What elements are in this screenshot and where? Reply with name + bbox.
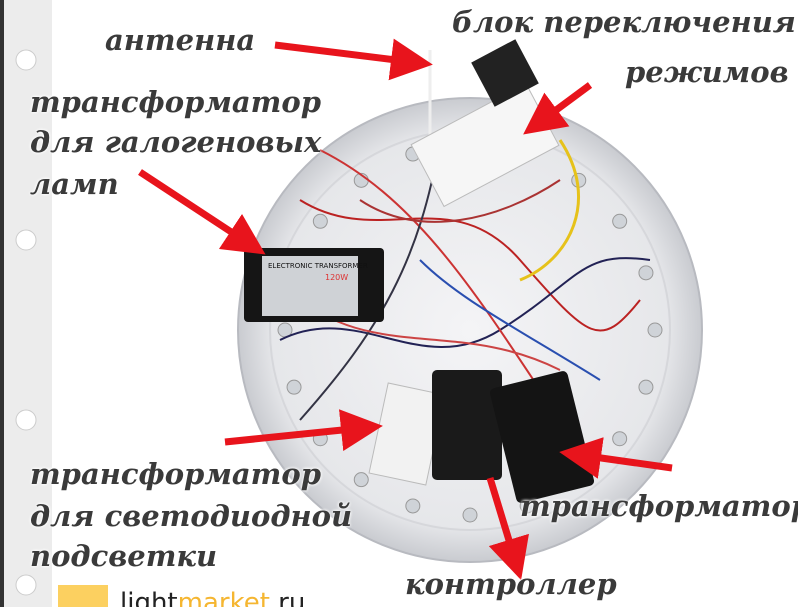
label-mode-switch-1: блок переключения <box>452 5 796 39</box>
label-led-2: для светодиодной <box>30 499 353 533</box>
led-bulb <box>638 265 654 281</box>
led-bulb <box>462 507 478 523</box>
label-mode-switch-2: режимов <box>625 55 789 89</box>
label-led-3: подсветки <box>30 539 218 573</box>
led-bulb <box>286 379 302 395</box>
transformer-title-text: ELECTRONIC TRANSFORMER <box>268 262 368 270</box>
led-bulb <box>647 322 663 338</box>
label-halogen-2: для галогеновых <box>30 125 322 159</box>
led-bulb <box>312 213 328 229</box>
label-controller: контроллер <box>405 567 617 601</box>
controller <box>432 370 502 480</box>
binder-strip <box>0 0 52 607</box>
label-halogen-1: трансформатор <box>30 85 321 119</box>
led-bulb <box>612 431 628 447</box>
label-antenna: антенна <box>105 23 256 57</box>
led-bulb <box>638 379 654 395</box>
label-transformer: трансформатор <box>520 489 798 523</box>
transformer-power-text: 120W <box>325 273 348 282</box>
logo-icon <box>58 585 108 607</box>
led-bulb <box>612 213 628 229</box>
label-halogen-3: ламп <box>30 167 119 201</box>
led-bulb <box>405 498 421 514</box>
pointer-arrows <box>138 38 673 581</box>
watermark: lightmarket.ru <box>120 588 306 607</box>
led-bulb <box>353 472 369 488</box>
label-led-1: трансформатор <box>30 457 321 491</box>
